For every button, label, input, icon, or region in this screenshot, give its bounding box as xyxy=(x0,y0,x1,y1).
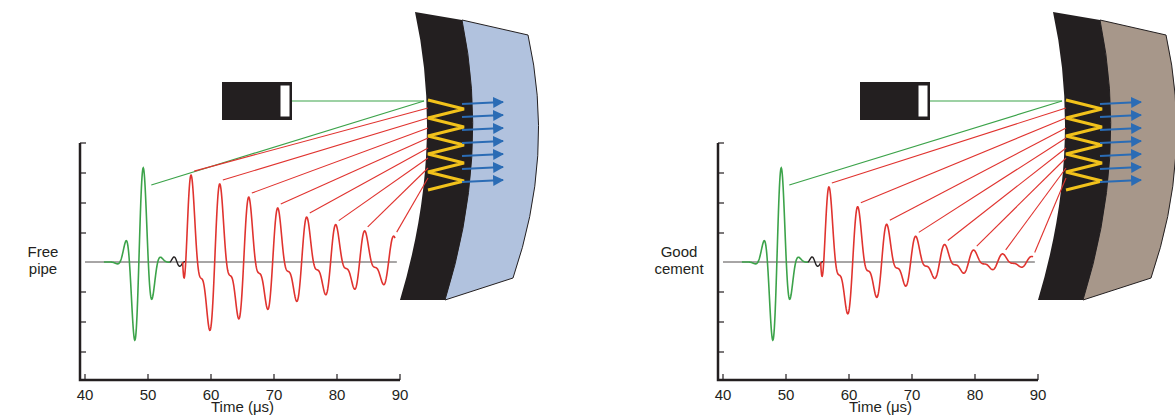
leader-line xyxy=(223,118,428,180)
tick-label: 90 xyxy=(1030,386,1047,403)
axis-tick xyxy=(147,374,148,380)
axis-tick xyxy=(848,374,849,380)
reverberation xyxy=(183,175,395,330)
transmitted-energy-arrow xyxy=(462,128,503,130)
transmitted-energy-arrow xyxy=(462,167,503,169)
pipe-section xyxy=(400,12,539,300)
leader-line xyxy=(789,101,1062,185)
axis-tick xyxy=(336,374,337,380)
axis xyxy=(718,143,1038,380)
transmitted-energy-arrow xyxy=(462,115,503,117)
axis-tick xyxy=(911,374,912,380)
transmitted-energy-arrow xyxy=(1100,102,1141,104)
axis xyxy=(80,143,400,380)
axis-title: Time (μs) xyxy=(849,398,912,415)
plot-label: Good cement xyxy=(650,243,708,278)
pipe-section xyxy=(1038,12,1175,300)
plot-label: Free pipe xyxy=(18,243,68,278)
axis-tick xyxy=(974,374,975,380)
tick-label: 50 xyxy=(778,386,795,403)
leader-line xyxy=(310,148,428,213)
axis-tick xyxy=(80,321,86,322)
leader-line xyxy=(1006,168,1066,250)
axis-tick xyxy=(273,374,274,380)
reverberation xyxy=(821,187,1033,314)
axis-tick xyxy=(718,172,724,173)
transmitted-energy-arrow xyxy=(1100,128,1141,130)
plots xyxy=(80,100,1141,380)
axis-tick xyxy=(785,374,786,380)
axis-tick xyxy=(718,142,724,143)
zero-line xyxy=(723,262,1035,263)
beam-line xyxy=(292,100,424,101)
axis-tick xyxy=(84,374,85,380)
axis-tick xyxy=(718,321,724,322)
zero-line xyxy=(85,262,397,263)
leader-line xyxy=(948,148,1066,241)
reverberation-zigzag xyxy=(428,100,464,190)
direct-pulse xyxy=(104,168,170,340)
axis-tick xyxy=(718,202,724,203)
leader-line xyxy=(919,138,1066,232)
transmitted-energy-arrow xyxy=(1100,115,1141,117)
leader-line xyxy=(977,158,1066,246)
transmitted-energy-arrow xyxy=(1100,167,1141,169)
leader-line xyxy=(890,128,1066,220)
axis-tick xyxy=(718,232,724,233)
waveform-plot xyxy=(80,100,503,380)
transmitted-energy-arrow xyxy=(462,102,503,104)
transmitted-energy-arrow xyxy=(1100,141,1141,143)
axis-tick xyxy=(399,374,400,380)
casing-wall xyxy=(1038,12,1111,300)
reverberation-zigzag xyxy=(1066,100,1102,190)
transmitted-energy-arrow xyxy=(1100,180,1141,182)
direct-pulse xyxy=(742,168,808,340)
leader-line xyxy=(252,128,428,193)
transmitted-energy-arrow xyxy=(1100,154,1141,156)
axis-title: Time (μs) xyxy=(211,398,274,415)
axis-tick xyxy=(722,374,723,380)
leader-line xyxy=(832,108,1066,183)
tick-label: 80 xyxy=(967,386,984,403)
tick-label: 40 xyxy=(77,386,94,403)
transducer xyxy=(860,82,930,120)
axis-tick xyxy=(1037,374,1038,380)
axis-tick xyxy=(80,202,86,203)
casing-wall xyxy=(400,12,473,300)
axis-tick xyxy=(80,232,86,233)
transmitted-energy-arrow xyxy=(462,141,503,143)
axis-tick xyxy=(80,142,86,143)
axis-tick xyxy=(718,291,724,292)
leader-line xyxy=(281,138,428,204)
leader-line xyxy=(861,118,1066,203)
waveform-plot xyxy=(718,100,1141,380)
axis-tick xyxy=(80,172,86,173)
leader-line xyxy=(194,108,428,171)
transmitted-energy-arrow xyxy=(462,180,503,182)
leader-line xyxy=(368,168,428,227)
transmitted-energy-arrow xyxy=(462,154,503,156)
tick-label: 50 xyxy=(140,386,157,403)
axis-tick xyxy=(718,351,724,352)
transducer xyxy=(222,82,292,120)
tick-label: 40 xyxy=(715,386,732,403)
leader-line xyxy=(1035,178,1066,252)
axis-tick xyxy=(210,374,211,380)
beam-line xyxy=(930,100,1062,101)
tick-label: 90 xyxy=(392,386,409,403)
axis-tick xyxy=(80,291,86,292)
tick-label: 80 xyxy=(329,386,346,403)
axis-tick xyxy=(80,351,86,352)
leader-line xyxy=(397,178,428,232)
